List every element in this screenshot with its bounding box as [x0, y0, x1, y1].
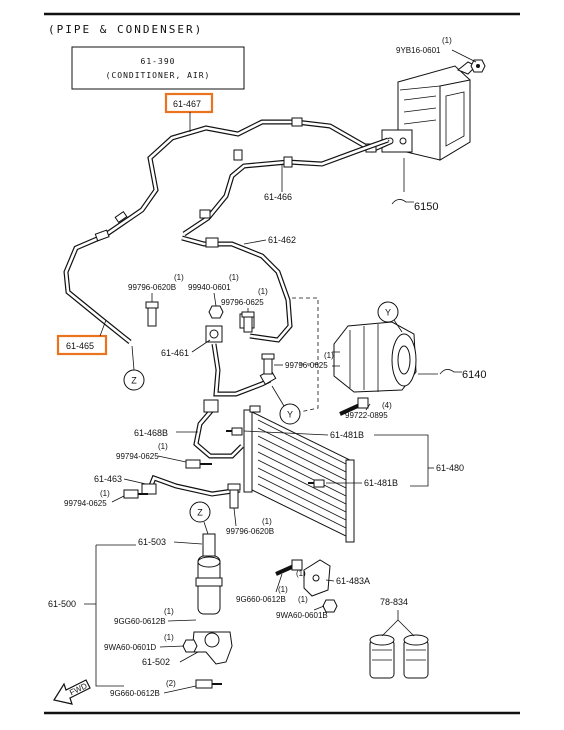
pipe-61-463[interactable] [141, 474, 241, 497]
bolt-61-481B-bottom[interactable] [308, 479, 325, 488]
bolt-99796-0620B-lower[interactable] [227, 483, 241, 509]
callout-99940-0601[interactable]: 99940-0601 [188, 283, 231, 292]
bolt-9G660-0612B-b[interactable] [275, 559, 303, 576]
callout-99796-0625-b[interactable]: 99796-0625 [285, 361, 328, 370]
callout-61-465[interactable]: 61-465 [66, 341, 94, 351]
pipe-61-466[interactable] [182, 137, 389, 237]
callout-99796-0620B[interactable]: 99796-0620B [128, 283, 176, 292]
qty-99796-0620B-lower: (1) [262, 517, 272, 526]
highlight-61-465 [56, 334, 108, 356]
cap-78-834-left[interactable] [369, 634, 395, 679]
pipe-61-468B[interactable] [193, 399, 244, 459]
marker-z-upper: Z [123, 345, 145, 391]
bolt-99722-0895[interactable] [339, 397, 369, 416]
pipe-61-461[interactable] [205, 325, 277, 397]
svg-text:Z: Z [197, 508, 203, 518]
qty-9YB16: (1) [442, 36, 452, 45]
bolt-99796-0620B[interactable] [145, 301, 159, 327]
bolt-99794-0625-b[interactable] [123, 489, 148, 499]
evaporator-unit [381, 61, 477, 161]
fwd-label: FWD [68, 681, 89, 697]
callout-99796-0625-a[interactable]: 99796-0625 [221, 298, 264, 307]
bolt-99796-0625-b[interactable] [261, 353, 275, 375]
callout-61-466[interactable]: 61-466 [264, 192, 292, 202]
diagram-header: (PIPE & CONDENSER) [48, 23, 203, 36]
callout-61-481B-top[interactable]: 61-481B [330, 430, 364, 440]
qty-9GG60-0612B: (1) [164, 607, 174, 616]
qty-9WA60-0601D: (1) [164, 633, 174, 642]
fwd-arrow-icon: FWD [53, 679, 91, 705]
compressor [332, 321, 417, 393]
condenser[interactable] [243, 405, 355, 543]
marker-z-lower: Z [189, 501, 211, 535]
bolt-9YB16[interactable] [470, 59, 486, 73]
svg-text:Z: Z [131, 376, 137, 386]
callout-61-503[interactable]: 61-503 [138, 537, 166, 547]
qty-9G660-0612B-a: (1) [296, 569, 306, 578]
callout-61-463[interactable]: 61-463 [94, 474, 122, 484]
bolt-99940-0601[interactable] [208, 305, 224, 319]
drier-bracket[interactable] [191, 631, 233, 665]
highlight-61-467 [164, 92, 214, 114]
callout-61-481B-bottom[interactable]: 61-481B [364, 478, 398, 488]
callout-78-834[interactable]: 78-834 [380, 597, 408, 607]
callout-99796-0620B-lower[interactable]: 99796-0620B [226, 527, 274, 536]
bolt-99796-0625-a[interactable] [241, 311, 255, 333]
qty-99722-0895: (4) [382, 401, 392, 410]
callout-99722-0895[interactable]: 99722-0895 [345, 411, 388, 420]
nut-9WA60-0601D[interactable] [182, 639, 198, 653]
callout-9WA60-0601B[interactable]: 9WA60-0601B [276, 611, 328, 620]
qty-9G660-0612B-b: (1) [278, 585, 288, 594]
callout-61-480[interactable]: 61-480 [436, 463, 464, 473]
ref-box-name: (CONDITIONER, AIR) [106, 71, 211, 80]
label-6140: 6140 [462, 369, 486, 381]
ref-box-number: 61-390 [141, 57, 176, 66]
callout-61-462[interactable]: 61-462 [268, 235, 296, 245]
callout-9WA60-0601D[interactable]: 9WA60-0601D [104, 643, 156, 652]
pipe-61-467[interactable] [63, 117, 392, 344]
bracket-61-483A[interactable] [303, 559, 331, 597]
cap-78-834-right[interactable] [403, 634, 429, 679]
bolt-9G660-0612B-c[interactable] [195, 679, 222, 689]
callout-9GG60-0612B[interactable]: 9GG60-0612B [114, 617, 166, 626]
qty-9G660-0612B-c: (2) [166, 679, 176, 688]
qty-99796-0620B: (1) [174, 273, 184, 282]
label-6150: 6150 [414, 201, 438, 213]
callout-61-461[interactable]: 61-461 [161, 348, 189, 358]
qty-99940-0601: (1) [229, 273, 239, 282]
receiver-drier[interactable] [195, 533, 223, 615]
marker-y-pipe: Y [271, 385, 301, 425]
svg-text:Y: Y [287, 410, 293, 420]
callout-61-468B[interactable]: 61-468B [134, 428, 168, 438]
svg-text:Y: Y [385, 308, 391, 318]
callout-99794-0625-a[interactable]: 99794-0625 [116, 452, 159, 461]
callout-61-467[interactable]: 61-467 [173, 99, 201, 109]
callout-61-483A[interactable]: 61-483A [336, 576, 370, 586]
callout-61-500[interactable]: 61-500 [48, 599, 76, 609]
callout-9G660-0612B-b[interactable]: 9G660-0612B [236, 595, 286, 604]
bolt-99794-0625-a[interactable] [185, 459, 212, 469]
marker-y-compressor: Y [377, 301, 403, 333]
reference-box[interactable]: 61-390 (CONDITIONER, AIR) [71, 46, 245, 90]
callout-99794-0625-b[interactable]: 99794-0625 [64, 499, 107, 508]
qty-99794-0625-b: (1) [100, 489, 110, 498]
qty-99794-0625-a: (1) [158, 442, 168, 451]
qty-99796-0625-b: (1) [324, 351, 334, 360]
qty-9WA60-0601B: (1) [298, 595, 308, 604]
callout-61-502[interactable]: 61-502 [142, 657, 170, 667]
bolt-61-481B-top[interactable] [226, 427, 243, 436]
callout-9G660-0612B-c[interactable]: 9G660-0612B [110, 689, 160, 698]
label-9YB16: 9YB16-0601 [396, 46, 441, 55]
qty-99796-0625-a: (1) [258, 287, 268, 296]
